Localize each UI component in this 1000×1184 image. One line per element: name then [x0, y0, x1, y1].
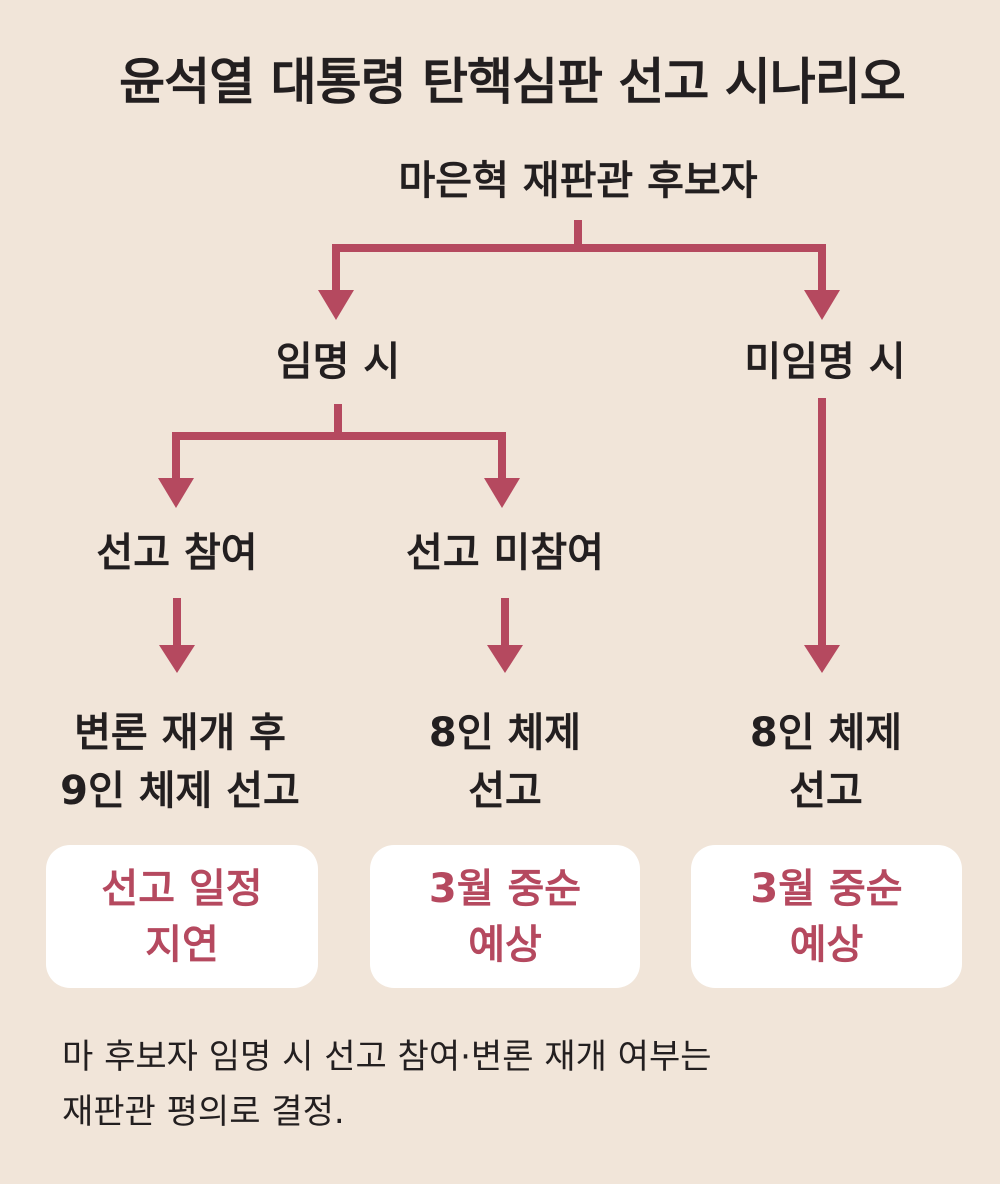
node-not-participate: 선고 미참여	[406, 530, 604, 576]
result-text: 3월 중순	[750, 865, 903, 912]
node-appointed: 임명 시	[275, 339, 401, 385]
outcome-line: 9인 체제 선고	[60, 768, 300, 814]
root-node: 마은혁 재판관 후보자	[398, 158, 758, 204]
outcome-line: 8인 체제	[749, 710, 903, 756]
node-not-appointed: 미임명 시	[744, 339, 906, 385]
outcome-3: 8인 체제 선고	[750, 704, 902, 820]
outcome-line: 선고	[789, 768, 863, 814]
result-box-3: 3월 중순 예상	[691, 845, 962, 988]
result-text: 지연	[145, 921, 219, 968]
outcome-line: 선고	[468, 768, 542, 814]
arrow-icon	[484, 478, 520, 508]
footnote-line: 재판관 평의로 결정.	[62, 1092, 345, 1132]
outcome-line: 변론 재개 후	[74, 710, 286, 756]
page-title: 윤석열 대통령 탄핵심판 선고 시나리오	[119, 53, 906, 111]
node-participate: 선고 참여	[96, 530, 258, 576]
arrow-icon	[487, 645, 523, 673]
arrow-icon	[159, 645, 195, 673]
outcome-1: 변론 재개 후 9인 체제 선고	[60, 704, 300, 820]
connector-root	[332, 220, 826, 292]
outcome-2: 8인 체제 선고	[429, 704, 581, 820]
outcome-line: 8인 체제	[428, 710, 582, 756]
result-box-1: 선고 일정 지연	[46, 845, 318, 988]
result-text: 선고 일정	[101, 865, 263, 912]
result-text: 예상	[468, 921, 542, 968]
arrow-icon	[804, 290, 840, 320]
arrow-icon	[158, 478, 194, 508]
result-text: 예상	[789, 921, 864, 968]
footnote-line: 마 후보자 임명 시 선고 참여·변론 재개 여부는	[62, 1037, 712, 1077]
connector-appointed	[172, 404, 506, 480]
result-text: 3월 중순	[428, 865, 582, 912]
arrow-icon	[804, 645, 840, 673]
result-box-2: 3월 중순 예상	[370, 845, 640, 988]
arrow-icon	[318, 290, 354, 320]
footnote: 마 후보자 임명 시 선고 참여·변론 재개 여부는 재판관 평의로 결정.	[62, 1030, 712, 1140]
